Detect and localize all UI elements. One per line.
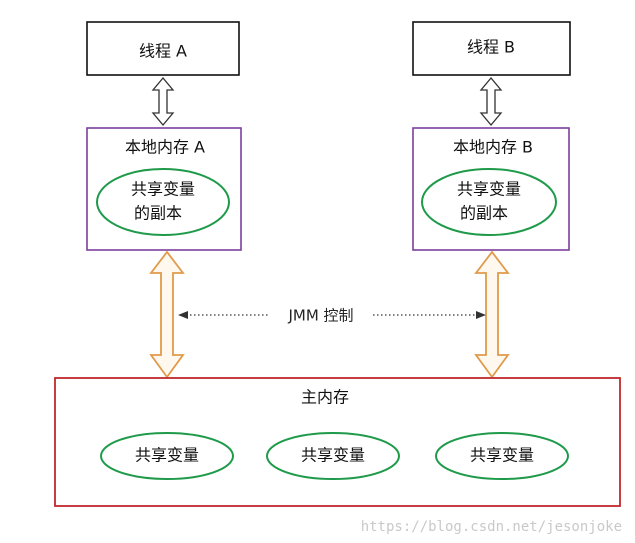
jmm-control-label: JMM 控制 xyxy=(287,307,353,325)
thread-b-box: 线程 B xyxy=(412,21,571,76)
local-memory-b-label: 本地内存 B xyxy=(453,138,533,157)
main-memory-variable-label: 共享变量 xyxy=(135,446,199,465)
jmm-arrowhead-right xyxy=(476,311,486,319)
main-memory-variable-oval xyxy=(266,432,400,480)
jmm-arrowhead-left xyxy=(178,311,188,319)
local-memory-a-copy-line1: 共享变量 xyxy=(131,180,195,199)
local-b-main-double-arrow xyxy=(474,250,510,379)
main-memory-variable-label: 共享变量 xyxy=(470,446,534,465)
local-memory-a-copy-line2: 的副本 xyxy=(134,204,182,223)
thread-a-box: 线程 A xyxy=(86,21,240,76)
thread-b-label: 线程 B xyxy=(467,38,515,57)
local-memory-a-box: 本地内存 A 共享变量 的副本 xyxy=(86,127,242,251)
watermark-text: https://blog.csdn.net/jesonjoke xyxy=(361,519,622,535)
main-memory-variable-label: 共享变量 xyxy=(301,446,365,465)
local-memory-a-label: 本地内存 A xyxy=(125,138,205,157)
jmm-control-connector: JMM 控制 xyxy=(178,307,486,325)
local-memory-b-copy-line1: 共享变量 xyxy=(457,180,521,199)
main-memory-box: 主内存 共享变量 共享变量 共享变量 xyxy=(54,377,621,507)
thread-a-double-arrow xyxy=(151,76,175,127)
thread-b-double-arrow xyxy=(479,76,503,127)
local-memory-a-copy-oval xyxy=(96,168,230,236)
thread-a-label: 线程 A xyxy=(139,42,187,61)
local-memory-b-copy-oval xyxy=(421,168,557,236)
main-memory-variable-oval xyxy=(100,432,234,480)
local-a-main-double-arrow xyxy=(149,250,185,379)
local-memory-b-box: 本地内存 B 共享变量 的副本 xyxy=(412,127,570,251)
local-memory-b-copy-line2: 的副本 xyxy=(460,204,508,223)
main-memory-variable-oval xyxy=(435,432,569,480)
main-memory-label: 主内存 xyxy=(301,388,349,407)
